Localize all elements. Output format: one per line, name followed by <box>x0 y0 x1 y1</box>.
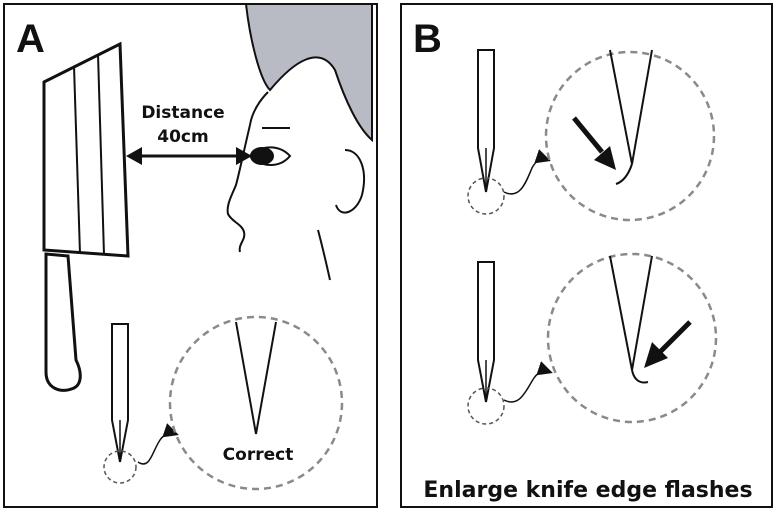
eye-icon <box>248 146 292 166</box>
distance-value: 40cm <box>157 127 208 147</box>
face-profile <box>226 124 251 253</box>
edge-focus-circle-b-bottom <box>467 387 505 425</box>
blade-bevel-2 <box>97 53 105 256</box>
edge-focus-circle-b-top <box>467 177 505 215</box>
zoom-pointer-b-top <box>503 149 551 195</box>
head-illustration <box>226 3 373 281</box>
panel-b-frame <box>400 3 773 508</box>
ear <box>335 149 365 214</box>
panel-b-caption: Enlarge knife edge flashes <box>423 478 752 503</box>
forehead-line <box>249 91 269 126</box>
magnified-circle-b-bottom <box>546 252 718 424</box>
edge-focus-circle-a <box>103 450 137 484</box>
indicator-arrow-top <box>572 116 616 170</box>
panel-a-letter: A <box>16 17 45 61</box>
blade-bevel-1 <box>73 65 81 255</box>
panel-b-letter: B <box>413 17 442 61</box>
hair-shape <box>244 3 373 143</box>
zoom-pointer-a <box>137 423 179 465</box>
knife-profile-b-top <box>477 49 495 193</box>
neck-line <box>317 229 331 281</box>
panel-a: A Distance 40cm <box>3 3 378 508</box>
edge-burr-bottom <box>631 369 649 384</box>
knife-profile-b-bottom <box>477 261 495 403</box>
zoom-pointer-b-bottom <box>503 361 553 403</box>
distance-label: Distance <box>141 103 224 123</box>
magnified-circle-a <box>168 315 344 491</box>
cleaver-handle <box>44 252 82 392</box>
indicator-arrow-bottom <box>644 320 692 368</box>
cleaver-illustration <box>42 41 130 392</box>
distance-arrow <box>126 147 252 165</box>
edge-burr-top <box>615 163 633 185</box>
magnified-circle-b-top <box>544 50 716 222</box>
panel-b: B Enlarge knife edge flashes <box>400 3 773 508</box>
correct-label: Correct <box>223 445 294 465</box>
correct-edge-v <box>235 321 277 435</box>
knife-profile-a <box>111 323 129 463</box>
cleaver-blade <box>42 41 130 258</box>
